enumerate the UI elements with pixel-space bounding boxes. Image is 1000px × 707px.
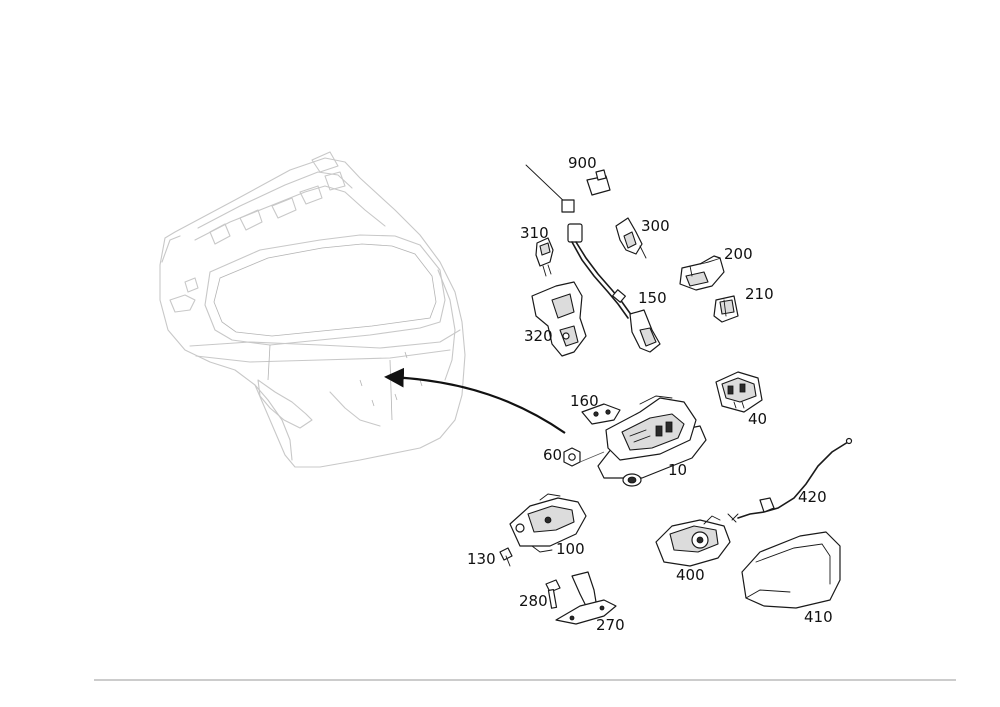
callout-320: 320: [524, 327, 553, 345]
callout-280: 280: [519, 592, 548, 610]
callout-300: 300: [641, 217, 670, 235]
part-100-lock: [509, 493, 587, 553]
callout-160: 160: [570, 392, 599, 410]
location-arrow: [384, 367, 566, 434]
callout-410: 410: [804, 608, 833, 626]
part-310-clip: [535, 237, 554, 277]
callout-100: 100: [556, 540, 585, 558]
callout-10: 10: [668, 461, 687, 479]
callout-labels: 900 310 300 200 210 150 320 160 40 60 10…: [467, 154, 833, 634]
part-40-switch-module: [715, 371, 763, 413]
callout-200: 200: [724, 245, 753, 263]
callout-150: 150: [638, 289, 667, 307]
part-200-bracket: [679, 255, 725, 291]
callout-420: 420: [798, 488, 827, 506]
callout-270: 270: [596, 616, 625, 634]
callout-60: 60: [543, 446, 562, 464]
part-320-mount-bracket: [531, 281, 587, 357]
part-900-cable-lead: [525, 164, 611, 213]
part-150-wiring-harness: [567, 223, 661, 353]
part-10-handle-assembly: [597, 395, 707, 487]
part-400-actuator: [655, 515, 731, 567]
callout-400: 400: [676, 566, 705, 584]
callout-210: 210: [745, 285, 774, 303]
callout-40: 40: [748, 410, 767, 428]
part-130-screw: [499, 547, 513, 567]
part-270-striker-plate: [555, 571, 617, 625]
part-280-bolt: [545, 579, 561, 609]
part-60-nut: [563, 447, 605, 467]
part-410-cover: [741, 531, 841, 609]
part-210-connector: [713, 295, 739, 323]
callout-310: 310: [520, 224, 549, 242]
part-420-bowden-cable: [727, 437, 853, 523]
callout-900: 900: [568, 154, 597, 172]
part-160-small-bracket: [581, 403, 621, 425]
callout-130: 130: [467, 550, 496, 568]
tailgate-ghost-illustration: [159, 151, 466, 468]
part-300-bracket: [615, 217, 647, 259]
